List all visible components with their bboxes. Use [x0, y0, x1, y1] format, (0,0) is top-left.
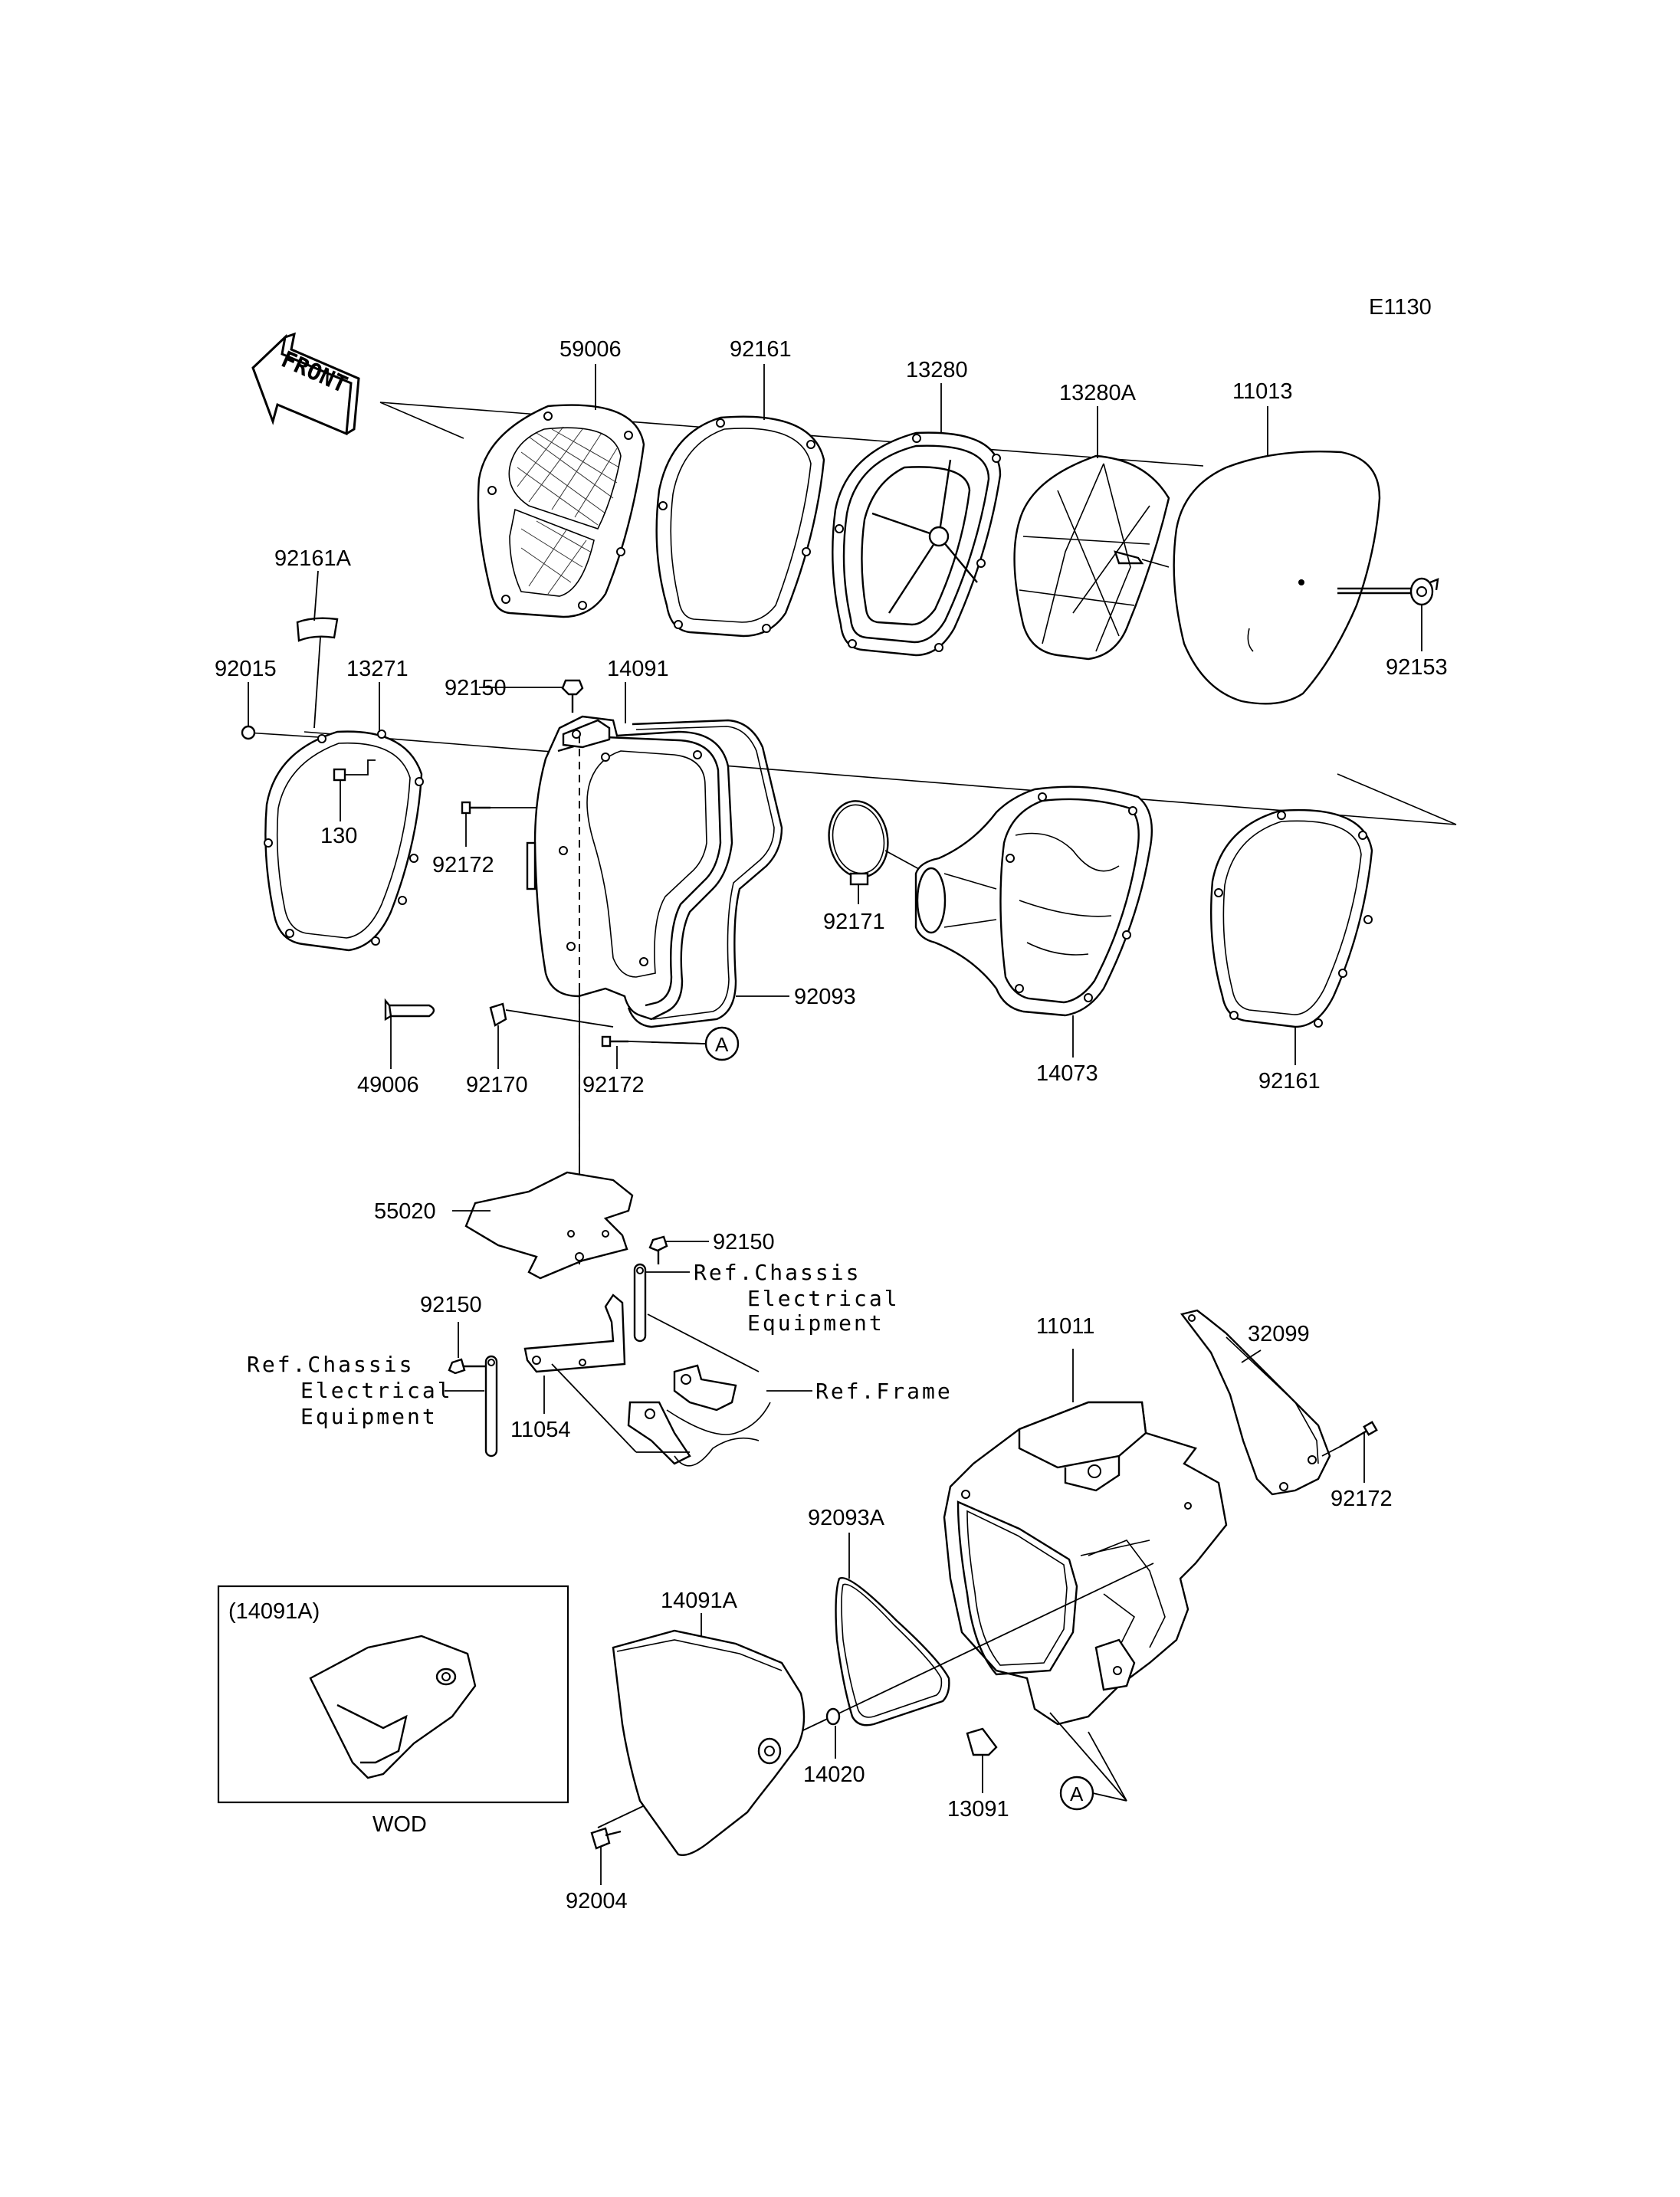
label-92170: 92170 [466, 1073, 528, 1097]
part-13091-clip [966, 1727, 998, 1793]
ref-frame: Ref.Frame [815, 1379, 953, 1404]
part-11013-filter-element [1173, 450, 1381, 705]
label-130: 130 [320, 824, 357, 848]
marker-a-bottom: A [1049, 1712, 1127, 1811]
label-11013: 11013 [1232, 379, 1293, 404]
label-92153: 92153 [1386, 655, 1448, 680]
ref-frame-piece [551, 1313, 771, 1467]
part-92171-clamp [828, 800, 928, 886]
label-92171: 92171 [823, 910, 885, 934]
front-arrow-icon: FRONT [251, 332, 360, 436]
part-14020-washer [825, 1707, 841, 1759]
label-92172-right: 92172 [1331, 1487, 1393, 1511]
part-92172-screw-left [461, 801, 536, 815]
label-14073: 14073 [1036, 1061, 1098, 1086]
ref-chassis-left-line2: Electrical [300, 1378, 453, 1403]
label-92161-right: 92161 [1258, 1069, 1321, 1094]
reference-labels: Ref.Chassis Electrical Equipment Ref.Cha… [247, 1260, 953, 1429]
label-14020: 14020 [803, 1763, 865, 1787]
part-92172-screw-right [1321, 1421, 1378, 1457]
label-92004: 92004 [566, 1889, 628, 1913]
part-14073-holder [914, 785, 1153, 1017]
ref-leaders [445, 1271, 812, 1392]
part-55020-plate [464, 1171, 634, 1280]
part-14091-cover [526, 715, 733, 1021]
ref-chassis-right-line1: Ref.Chassis [694, 1260, 861, 1285]
diagram-code: E1130 [1369, 295, 1432, 320]
label-11054: 11054 [510, 1418, 571, 1442]
part-13271-gasket [264, 730, 424, 952]
label-13280: 13280 [906, 358, 968, 382]
inset-title: (14091A) [228, 1599, 320, 1624]
label-92093: 92093 [794, 985, 856, 1009]
part-13280-filter-frame [832, 431, 1002, 657]
label-55020: 55020 [374, 1199, 436, 1224]
ref-chassis-right-line3: Equipment [747, 1310, 884, 1336]
label-92172-left: 92172 [432, 853, 494, 877]
label-14091: 14091 [607, 657, 669, 681]
part-13280A-filter-cage [1013, 454, 1170, 661]
svg-text:A: A [715, 1033, 729, 1056]
svg-text:A: A [1070, 1782, 1084, 1805]
label-92015: 92015 [215, 657, 277, 681]
part-11054-bracket [523, 1294, 626, 1373]
part-92161A-strip [296, 617, 339, 642]
part-49006-valve [384, 998, 435, 1069]
part-92093A-gasket [835, 1533, 950, 1726]
label-92150-left: 92150 [420, 1293, 482, 1317]
part-92004-bolt [590, 1827, 622, 1885]
label-leaders [248, 364, 1422, 1636]
part-92093-gasket [627, 719, 783, 1028]
ref-chassis-right-line2: Electrical [747, 1286, 900, 1311]
inset-caption: WOD [372, 1812, 427, 1837]
label-92093A: 92093A [808, 1506, 885, 1530]
label-49006: 49006 [357, 1073, 419, 1097]
part-92161-gasket-right [1210, 808, 1373, 1028]
part-59006-screen-cover [477, 404, 645, 618]
label-32099: 32099 [1248, 1322, 1310, 1346]
marker-a-top: A [651, 1026, 740, 1061]
label-92150-mid: 92150 [713, 1230, 775, 1254]
ref-chassis-left-line1: Ref.Chassis [247, 1352, 414, 1377]
part-130-screw [333, 759, 376, 782]
part-32099-plate [1180, 1309, 1331, 1496]
label-13091: 13091 [947, 1797, 1009, 1822]
part-92150-bolt-top [561, 679, 584, 713]
label-14091A: 14091A [661, 1589, 738, 1613]
part-92170-clip [489, 1002, 614, 1069]
label-92172-mid: 92172 [582, 1073, 645, 1097]
label-11011: 11011 [1036, 1314, 1094, 1339]
ref-chassis-left-line3: Equipment [300, 1404, 438, 1429]
part-92150-bolt-left [448, 1358, 487, 1375]
part-92150-bolt-mid [648, 1235, 668, 1264]
part-labels: 59006 92161 13280 13280A 11013 92161A 92… [215, 337, 1448, 1913]
label-13271: 13271 [346, 657, 409, 681]
label-59006: 59006 [559, 337, 622, 362]
label-92150-top: 92150 [445, 676, 507, 700]
part-92015-nut [241, 725, 256, 740]
label-13280A: 13280A [1059, 381, 1137, 405]
part-92153-bolt [1337, 577, 1439, 606]
part-11011-air-box [943, 1401, 1228, 1726]
part-92161-gasket-top [655, 415, 825, 638]
ref-chassis-strap-left [484, 1355, 498, 1458]
label-92161-top: 92161 [730, 337, 792, 362]
inset-14091A-wod: (14091A) WOD [217, 1585, 569, 1837]
ref-chassis-strap-right [633, 1263, 647, 1343]
label-92161A: 92161A [274, 546, 352, 571]
part-14091A-cover [612, 1629, 806, 1856]
